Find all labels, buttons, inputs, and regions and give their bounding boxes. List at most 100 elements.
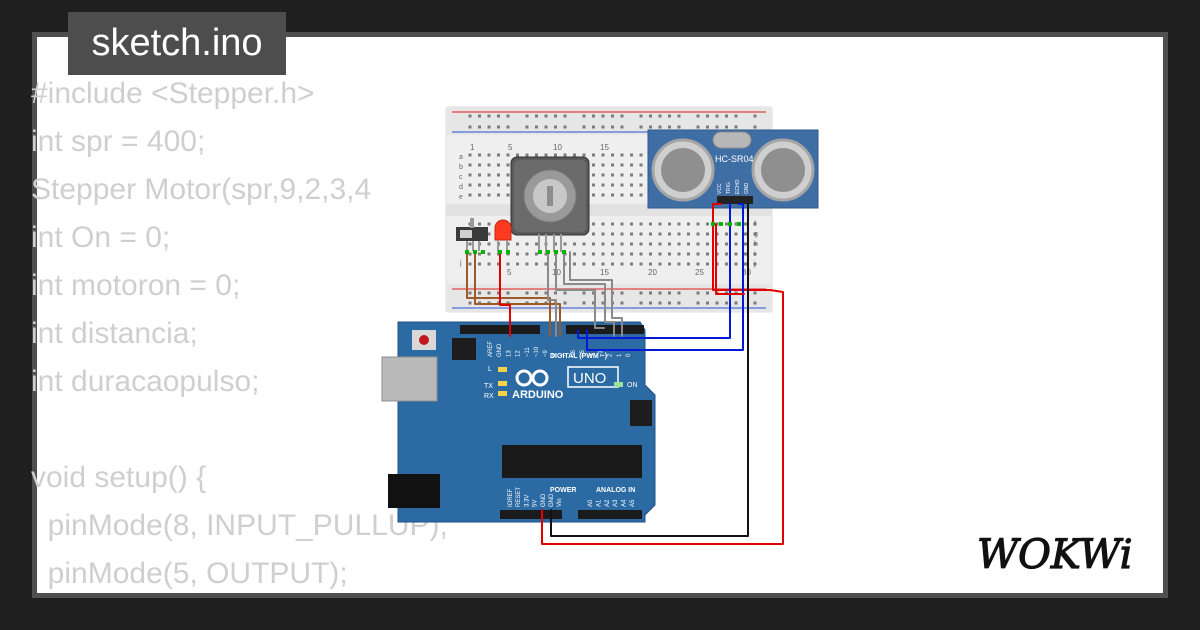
pin-label: ~6 xyxy=(571,349,577,357)
slide-switch[interactable] xyxy=(456,218,488,251)
pin-label: ~5 xyxy=(580,349,586,357)
analog-header xyxy=(578,510,642,519)
icsp-header-2 xyxy=(630,400,652,426)
breadboard-number: 10 xyxy=(553,143,562,152)
pin-label: ~11 xyxy=(525,347,531,357)
power-jack xyxy=(388,474,440,508)
wires xyxy=(466,203,784,545)
breadboard-number: 30 xyxy=(742,268,751,277)
icsp-header xyxy=(452,338,476,360)
digital-header-left xyxy=(460,325,540,334)
code-line: #include <Stepper.h> xyxy=(31,77,315,110)
arduino-uno-label: UNO xyxy=(573,370,606,387)
l-led xyxy=(498,367,507,372)
arduino-analog-label: ANALOG IN xyxy=(596,487,635,494)
atmega-chip xyxy=(502,445,642,478)
pin-label: Vin xyxy=(557,498,563,507)
on-led xyxy=(614,382,623,387)
digital-header-right xyxy=(566,325,644,334)
code-line: void setup() { xyxy=(31,461,207,494)
pin-label: A2 xyxy=(605,499,611,507)
breadboard-letter: c xyxy=(459,174,463,181)
arduino-uno-board[interactable]: DIGITAL (PWM ~) ARDUINO UNO POWER ANALOG… xyxy=(381,321,656,523)
stepper-motor[interactable] xyxy=(510,156,590,252)
sensor-pin-label: GND xyxy=(744,183,750,195)
connection-markers xyxy=(465,222,741,254)
usb-port xyxy=(381,356,438,402)
breadboard-letter: b xyxy=(459,164,463,171)
pin-label: GND xyxy=(549,493,555,507)
pin-label: A5 xyxy=(630,499,636,507)
pin-label: A4 xyxy=(622,499,628,507)
code-preview: #include <Stepper.h> int spr = 400; Steppe… xyxy=(31,70,631,598)
pin-label: IOREF xyxy=(508,488,514,507)
pin-label: 2 xyxy=(608,353,614,357)
sensor-pin-label: ECHO xyxy=(735,179,741,194)
pin-label: 7 xyxy=(562,353,568,357)
arduino-power-label: POWER xyxy=(550,487,576,494)
breadboard-letter: h xyxy=(754,241,758,248)
code-line: pinMode(5, OUTPUT); xyxy=(31,557,348,590)
arduino-tx-label: TX xyxy=(484,383,493,390)
red-led xyxy=(494,219,512,252)
wokwi-logo-text: WOKWi xyxy=(977,532,1133,578)
pin-label: ~3 xyxy=(598,349,604,357)
pin-label: 4 xyxy=(589,353,595,357)
arduino-rx-label: RX xyxy=(484,393,494,400)
breadboard-letter: i xyxy=(754,251,756,258)
breadboard-number: 20 xyxy=(648,268,657,277)
pin-label: A0 xyxy=(588,499,594,507)
pin-label: 5V xyxy=(533,500,539,507)
breadboard-letter: f xyxy=(754,221,756,228)
breadboard-number: 15 xyxy=(600,268,609,277)
code-line: int On = 0; xyxy=(31,221,171,254)
code-line: int duracaopulso; xyxy=(31,365,260,398)
pin-label: 1 xyxy=(617,353,623,357)
breadboard-letter: g xyxy=(754,231,758,238)
code-line: Stepper Motor(spr,9,2,3,4 xyxy=(31,173,372,206)
arduino-logo xyxy=(515,369,549,387)
file-tab[interactable]: sketch.ino xyxy=(68,12,286,75)
sensor-label: HC-SR04 xyxy=(715,154,754,164)
sensor-pin-label: TRIG xyxy=(726,182,732,194)
code-line: int distancia; xyxy=(31,317,198,350)
pin-label: A1 xyxy=(596,499,602,507)
pin-label: 13 xyxy=(506,350,512,357)
breadboard-number: 25 xyxy=(695,268,704,277)
sensor-pin-label: VCC xyxy=(717,183,723,194)
pin-label: 0 xyxy=(626,353,632,357)
breadboard-number: 5 xyxy=(507,268,512,277)
pin-label: 12 xyxy=(516,350,522,357)
code-line: pinMode(8, INPUT_PULLUP); xyxy=(31,509,448,542)
pin-label: A3 xyxy=(613,499,619,507)
reset-button-cap[interactable] xyxy=(419,335,429,345)
breadboard-letter: j xyxy=(459,260,462,267)
tx-led xyxy=(498,381,507,386)
pin-label: RESET xyxy=(516,487,522,507)
rx-led xyxy=(498,391,507,396)
arduino-on-label: ON xyxy=(627,382,638,389)
pin-label: ~9 xyxy=(543,349,549,357)
pin-label: 3.3V xyxy=(524,495,530,507)
breadboard-number: 15 xyxy=(600,143,609,152)
breadboard-number: 1 xyxy=(470,143,475,152)
arduino-digital-label: DIGITAL (PWM ~) xyxy=(550,353,607,360)
breadboard-letter: a xyxy=(459,154,463,161)
pin-label: 8 xyxy=(552,353,558,357)
code-line: int motoron = 0; xyxy=(31,269,241,302)
pin-label: GND xyxy=(541,493,547,507)
breadboard-letter: e xyxy=(459,194,463,201)
breadboard-letter: j xyxy=(753,261,756,268)
pin-label: ~10 xyxy=(534,346,540,357)
arduino-l-label: L xyxy=(488,366,492,373)
code-line: int spr = 400; xyxy=(31,125,206,158)
pin-label: AREF xyxy=(488,341,494,357)
breadboard-number: 5 xyxy=(508,143,513,152)
breadboard-letter: d xyxy=(459,184,463,191)
pin-label: GND xyxy=(497,343,503,357)
arduino-brand-label: ARDUINO xyxy=(512,389,564,401)
wokwi-logo: WOKWi xyxy=(976,531,1133,578)
power-header xyxy=(500,510,562,519)
